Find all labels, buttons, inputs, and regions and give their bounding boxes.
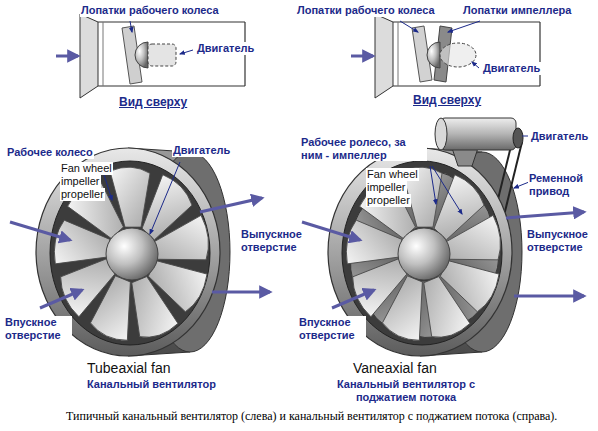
airflow-arrow bbox=[514, 295, 584, 298]
view-label: Вид сверху bbox=[118, 96, 188, 110]
part-label: Двигатель bbox=[196, 42, 255, 55]
leader-line bbox=[180, 50, 193, 54]
fan-hub bbox=[398, 228, 450, 280]
mounting-flange bbox=[375, 14, 393, 98]
fan-subtitle: Канальный вентилятор bbox=[86, 378, 217, 391]
leader-line bbox=[432, 166, 462, 214]
english-term: propeller bbox=[60, 188, 105, 201]
duct-wall bbox=[393, 85, 540, 86]
motor-body bbox=[440, 43, 476, 67]
duct-wall bbox=[98, 21, 245, 22]
part-label: Лопатки рабочего колеса bbox=[80, 4, 220, 17]
leader-line bbox=[130, 21, 132, 32]
airflow-arrow bbox=[351, 55, 373, 58]
leader-line bbox=[522, 136, 528, 137]
motor-bracket bbox=[452, 148, 478, 166]
airflow-arrow bbox=[200, 198, 262, 212]
english-term: impeller bbox=[366, 181, 407, 194]
english-term: Fan wheel bbox=[60, 162, 113, 175]
part-label: Двигатель bbox=[530, 130, 589, 143]
airflow-arrow bbox=[212, 291, 270, 294]
fan-wheel bbox=[52, 167, 212, 344]
view-label: Вид сверху bbox=[412, 94, 482, 108]
part-label: Ременной привод bbox=[528, 172, 594, 197]
duct-end bbox=[539, 22, 540, 86]
fan-wheel bbox=[344, 167, 504, 344]
plan-view-tubeaxial bbox=[56, 14, 245, 98]
airflow-arrows bbox=[10, 198, 584, 308]
part-label: Лопатки рабочего колеса bbox=[296, 4, 436, 17]
airflow-arrow bbox=[332, 290, 374, 308]
plan-view-vaneaxial bbox=[351, 14, 540, 98]
fan-blade bbox=[123, 271, 179, 343]
english-term: propeller bbox=[366, 194, 411, 207]
mounting-flange bbox=[80, 14, 98, 98]
part-label: Двигатель bbox=[172, 144, 231, 157]
motor-end-cap bbox=[435, 118, 447, 150]
duct-rim bbox=[103, 22, 104, 86]
part-label: Выпускное отверстие bbox=[240, 228, 312, 253]
duct-wall bbox=[393, 21, 540, 22]
airflow-arrow bbox=[506, 212, 584, 218]
airflow-arrow bbox=[10, 222, 70, 240]
figure-caption: Типичный канальный вентилятор (слева) и … bbox=[66, 409, 557, 424]
part-label: Впускное отверстие bbox=[298, 316, 366, 341]
fan-blade bbox=[415, 271, 471, 343]
motor-body bbox=[148, 44, 176, 66]
hub-dome bbox=[135, 42, 148, 68]
part-label: Рабочее ролесо, за ним - импеллер bbox=[300, 136, 427, 161]
leader-line bbox=[448, 21, 480, 32]
leader-lines bbox=[100, 21, 529, 234]
leader-line bbox=[472, 62, 479, 68]
english-term: Fan wheel bbox=[366, 168, 419, 181]
motor-pulley bbox=[513, 128, 523, 148]
hub-dome bbox=[427, 42, 440, 68]
duct-rim bbox=[398, 22, 399, 86]
airflow-arrow bbox=[40, 290, 82, 308]
fan-blade bbox=[152, 215, 212, 270]
motor-body bbox=[440, 118, 516, 150]
leader-line bbox=[514, 182, 529, 188]
motor-hub bbox=[106, 228, 158, 280]
part-label: Выпускное отверстие bbox=[526, 228, 594, 253]
fan-blade bbox=[444, 215, 504, 270]
english-term: impeller bbox=[60, 175, 101, 188]
part-label: Двигатель bbox=[482, 62, 541, 75]
fan-title: Vaneaxial fan bbox=[352, 360, 438, 376]
part-label: Рабочее колесо bbox=[6, 146, 94, 159]
fan-title: Tubeaxial fan bbox=[86, 360, 172, 376]
duct-wall bbox=[98, 85, 245, 86]
part-label: Впускное отверстие bbox=[4, 316, 72, 341]
leader-line bbox=[150, 162, 180, 234]
airflow-arrow bbox=[56, 55, 78, 58]
leader-line bbox=[400, 21, 418, 32]
fan-subtitle: Канальный вентилятор с поджатием потока bbox=[330, 378, 482, 403]
part-label: Лопатки импеллера bbox=[462, 4, 572, 17]
